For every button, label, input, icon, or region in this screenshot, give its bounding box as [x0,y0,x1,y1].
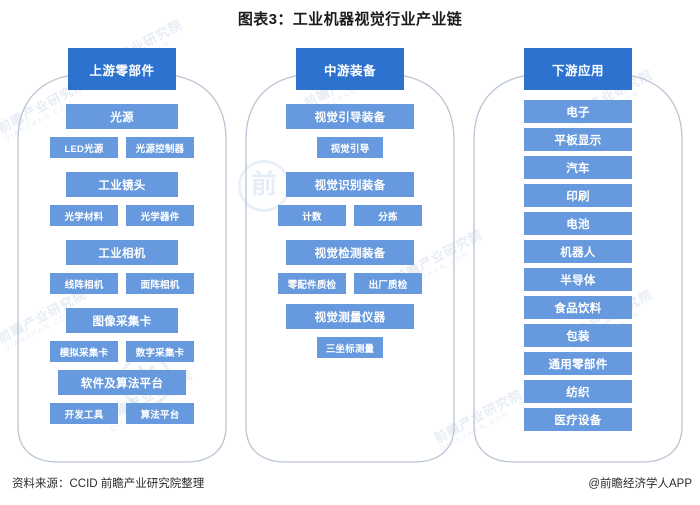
column-downstream: 下游应用 电子平板显示汽车印刷电池机器人半导体食品饮料包装通用零部件纺织医疗设备 [470,48,686,463]
credit-note: @前瞻经济学人APP [588,478,692,490]
sub-row: 模拟采集卡 数字采集卡 [14,341,230,362]
bracket-midstream [242,70,458,466]
category-box[interactable]: 图像采集卡 [66,308,178,333]
bracket-downstream [470,70,686,466]
category-box[interactable]: 视觉引导装备 [286,104,414,129]
sub-box[interactable]: 开发工具 [50,403,118,424]
category-box[interactable]: 工业相机 [66,240,178,265]
application-box[interactable]: 半导体 [524,268,632,291]
page-title: 图表3：工业机器视觉行业产业链 [237,11,463,28]
application-box[interactable]: 纺织 [524,380,632,403]
application-box[interactable]: 食品饮料 [524,296,632,319]
category-box[interactable]: 视觉识别装备 [286,172,414,197]
sub-row: LED光源 光源控制器 [14,137,230,158]
sub-box[interactable]: 分拣 [354,205,422,226]
header-downstream[interactable]: 下游应用 [524,48,632,90]
sub-box[interactable]: 面阵相机 [126,273,194,294]
category-box[interactable]: 光源 [66,104,178,129]
application-box[interactable]: 机器人 [524,240,632,263]
sub-box[interactable]: 视觉引导 [317,137,383,158]
column-upstream: 上游零部件 光源 LED光源 光源控制器 工业镜头 光学材料 光学器件 工业相机… [14,48,230,463]
sub-row: 零配件质检 出厂质检 [242,273,458,294]
sub-row: 光学材料 光学器件 [14,205,230,226]
application-box[interactable]: 通用零部件 [524,352,632,375]
sub-box[interactable]: 光学材料 [50,205,118,226]
sub-row: 计数 分拣 [242,205,458,226]
category-box[interactable]: 工业镜头 [66,172,178,197]
sub-row: 线阵相机 面阵相机 [14,273,230,294]
source-note: 资料来源：CCID 前瞻产业研究院整理 [12,478,205,490]
sub-box[interactable]: 光学器件 [126,205,194,226]
application-box[interactable]: 医疗设备 [524,408,632,431]
application-box[interactable]: 电池 [524,212,632,235]
application-box[interactable]: 平板显示 [524,128,632,151]
sub-box[interactable]: 算法平台 [126,403,194,424]
application-box[interactable]: 印刷 [524,184,632,207]
sub-box[interactable]: 零配件质检 [278,273,346,294]
sub-row: 视觉引导 [242,137,458,158]
application-box[interactable]: 电子 [524,100,632,123]
application-box[interactable]: 包装 [524,324,632,347]
sub-box[interactable]: 光源控制器 [126,137,194,158]
sub-row: 开发工具 算法平台 [14,403,230,424]
sub-box[interactable]: 出厂质检 [354,273,422,294]
category-box[interactable]: 软件及算法平台 [58,370,186,395]
application-list: 电子平板显示汽车印刷电池机器人半导体食品饮料包装通用零部件纺织医疗设备 [470,100,686,431]
header-upstream[interactable]: 上游零部件 [68,48,176,90]
bracket-upstream [14,70,230,466]
column-midstream: 中游装备 视觉引导装备 视觉引导 视觉识别装备 计数 分拣 视觉检测装备 零配件… [242,48,458,463]
category-box[interactable]: 视觉测量仪器 [286,304,414,329]
sub-box[interactable]: 线阵相机 [50,273,118,294]
header-midstream[interactable]: 中游装备 [296,48,404,90]
sub-box[interactable]: 模拟采集卡 [50,341,118,362]
sub-box[interactable]: LED光源 [50,137,118,158]
sub-box[interactable]: 三坐标测量 [317,337,383,358]
application-box[interactable]: 汽车 [524,156,632,179]
sub-row: 三坐标测量 [242,337,458,358]
sub-box[interactable]: 数字采集卡 [126,341,194,362]
category-box[interactable]: 视觉检测装备 [286,240,414,265]
footer: 资料来源：CCID 前瞻产业研究院整理 @前瞻经济学人APP [0,475,700,491]
sub-box[interactable]: 计数 [278,205,346,226]
